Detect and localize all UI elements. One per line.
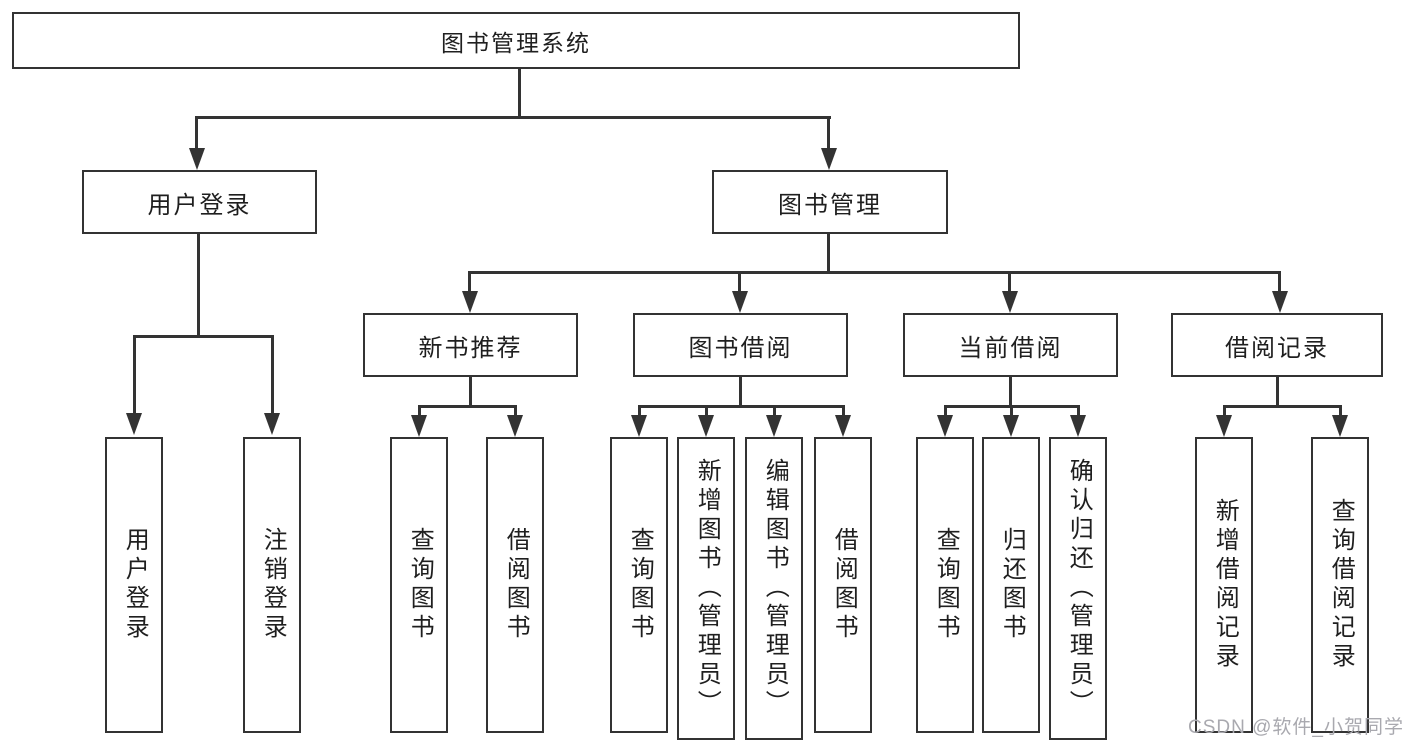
connector-borrow-records-stem (1276, 377, 1279, 407)
leaf-label: 借阅图书 (502, 527, 530, 643)
arrow-down-icon (189, 148, 205, 170)
connector-book-management-hline (468, 271, 1281, 274)
connector-book-borrow-stem (739, 377, 742, 407)
node-new-book-recommend: 新书推荐 (363, 313, 578, 377)
node-book-management: 图书管理 (712, 170, 948, 234)
node-user-login: 用户登录 (82, 170, 317, 234)
arrow-down-icon (937, 415, 953, 437)
leaf-current-query-books: 查询图书 (916, 437, 974, 733)
node-label: 新书推荐 (418, 334, 523, 362)
connector-drop-borrow-records (1278, 271, 1281, 293)
node-label: 借阅记录 (1225, 334, 1329, 362)
arrow-down-icon (1070, 415, 1086, 437)
connector-drop-leaf (773, 405, 776, 417)
connector-new-book-stem (469, 377, 472, 407)
arrow-down-icon (507, 415, 523, 437)
connector-drop-leaf (514, 405, 517, 417)
node-borrow-records: 借阅记录 (1171, 313, 1383, 377)
arrow-down-icon (1003, 415, 1019, 437)
connector-current-borrow-stem (1009, 377, 1012, 407)
connector-new-book-hline (418, 405, 517, 408)
leaf-label: 查询图书 (406, 527, 434, 643)
leaf-label: 新增借阅记录 (1211, 498, 1239, 672)
connector-drop-book-borrow (738, 271, 741, 293)
leaf-recommend-query-books: 查询图书 (390, 437, 448, 733)
leaf-user-login: 用户登录 (105, 437, 163, 733)
connector-book-management-stem (827, 234, 830, 273)
leaf-label: 归还图书 (998, 527, 1026, 643)
arrow-down-icon (264, 413, 280, 435)
arrow-down-icon (411, 415, 427, 437)
leaf-borrow-edit-books: 编辑图书（管理员） (745, 437, 803, 740)
leaf-borrow-query-books: 查询图书 (610, 437, 668, 733)
connector-drop-leaf (1077, 405, 1080, 417)
arrow-down-icon (1216, 415, 1232, 437)
connector-drop-leaf (418, 405, 421, 417)
leaf-records-query-record: 查询借阅记录 (1311, 437, 1369, 733)
node-label: 用户登录 (147, 191, 252, 219)
arrow-down-icon (698, 415, 714, 437)
node-label: 图书借阅 (688, 334, 793, 362)
arrow-down-icon (732, 291, 748, 313)
leaf-logout: 注销登录 (243, 437, 301, 733)
arrow-down-icon (835, 415, 851, 437)
arrow-down-icon (631, 415, 647, 437)
leaf-label: 用户登录 (121, 527, 149, 643)
connector-drop-user-login (195, 116, 198, 150)
connector-borrow-records-hline (1223, 405, 1342, 408)
connector-drop-leaf-logout (271, 335, 274, 415)
arrow-down-icon (1332, 415, 1348, 437)
connector-user-login-hline (133, 335, 273, 338)
leaf-recommend-borrow-books: 借阅图书 (486, 437, 544, 733)
leaf-label: 新增图书（管理员） (693, 458, 721, 719)
arrow-down-icon (1002, 291, 1018, 313)
arrow-down-icon (821, 148, 837, 170)
connector-drop-leaf (638, 405, 641, 417)
connector-root-hline (196, 116, 831, 119)
connector-root-stem (518, 69, 521, 117)
arrow-down-icon (766, 415, 782, 437)
arrow-down-icon (126, 413, 142, 435)
leaf-label: 注销登录 (259, 527, 287, 643)
leaf-label: 确认归还（管理员） (1065, 458, 1093, 719)
connector-drop-leaf (1339, 405, 1342, 417)
leaf-borrow-borrow-books: 借阅图书 (814, 437, 872, 733)
connector-drop-leaf-user-login (133, 335, 136, 415)
leaf-label: 查询图书 (626, 527, 654, 643)
leaf-label: 借阅图书 (830, 527, 858, 643)
connector-drop-leaf (1223, 405, 1226, 417)
leaf-borrow-add-books: 新增图书（管理员） (677, 437, 735, 740)
connector-book-borrow-hline (638, 405, 845, 408)
connector-drop-leaf (842, 405, 845, 417)
connector-drop-leaf (944, 405, 947, 417)
leaf-records-add-record: 新增借阅记录 (1195, 437, 1253, 733)
node-current-borrow: 当前借阅 (903, 313, 1118, 377)
connector-drop-leaf (1010, 405, 1013, 417)
node-label: 图书管理 (778, 191, 882, 219)
leaf-current-return-books: 归还图书 (982, 437, 1040, 733)
leaf-current-confirm-return: 确认归还（管理员） (1049, 437, 1107, 740)
connector-drop-book-management (827, 116, 830, 150)
connector-drop-new-book-recommend (468, 271, 471, 293)
watermark: CSDN @软件_小贺同学 (1188, 717, 1404, 738)
leaf-label: 查询图书 (932, 527, 960, 643)
node-label: 当前借阅 (958, 334, 1063, 362)
node-book-management-system: 图书管理系统 (12, 12, 1020, 69)
leaf-label: 编辑图书（管理员） (761, 458, 789, 719)
leaf-label: 查询借阅记录 (1327, 498, 1355, 672)
arrow-down-icon (1272, 291, 1288, 313)
arrow-down-icon (462, 291, 478, 313)
node-book-borrow: 图书借阅 (633, 313, 848, 377)
connector-drop-leaf (705, 405, 708, 417)
connector-user-login-stem (197, 234, 200, 337)
connector-drop-current-borrow (1008, 271, 1011, 293)
node-label: 图书管理系统 (441, 29, 591, 56)
